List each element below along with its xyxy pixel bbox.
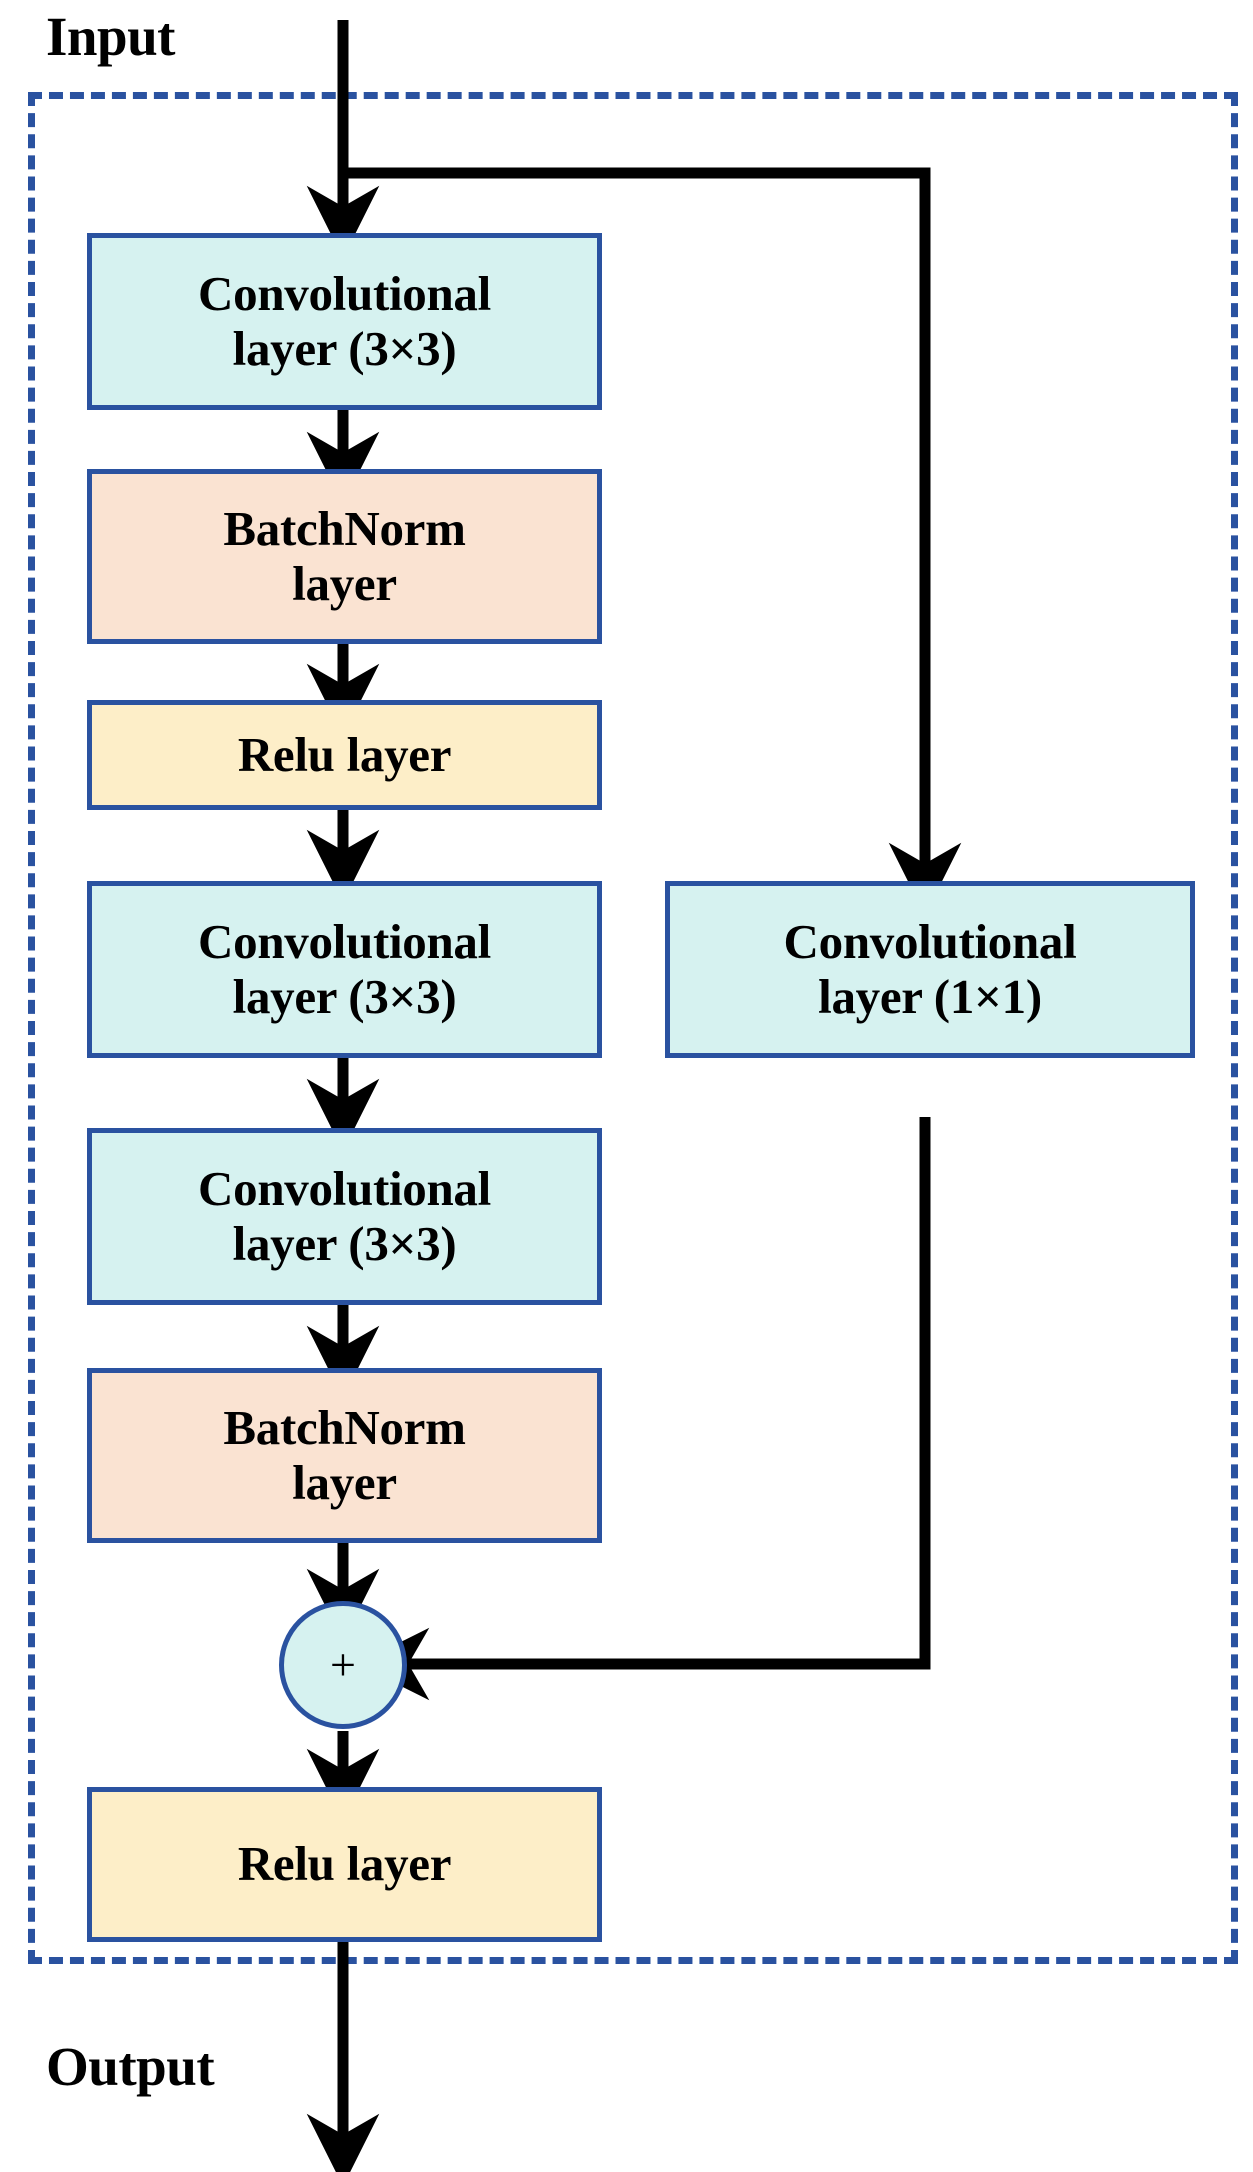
node-relu-first[interactable]: Relu layer bbox=[87, 700, 602, 810]
output-label: Output bbox=[46, 2036, 215, 2097]
input-label: Input bbox=[46, 6, 175, 67]
node-relu-second[interactable]: Relu layer bbox=[87, 1787, 602, 1942]
addition-node[interactable]: + bbox=[279, 1601, 407, 1729]
plus-icon: + bbox=[330, 1639, 356, 1690]
node-label: Relu layer bbox=[237, 726, 452, 782]
edge-input-to-shortcut-conv bbox=[343, 167, 962, 916]
edge-shortcut-to-add bbox=[356, 1117, 931, 1701]
node-label: Relu layer bbox=[237, 1836, 452, 1892]
